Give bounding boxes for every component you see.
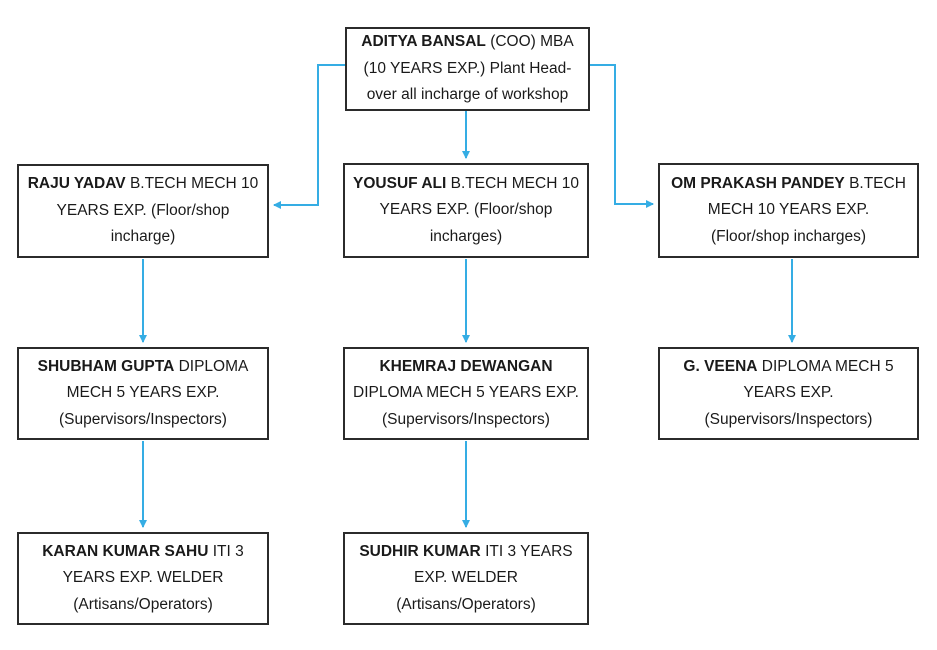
org-node-text: KARAN KUMAR SAHU ITI 3 YEARS EXP. WELDER… <box>27 539 259 618</box>
org-node-aditya-bansal: ADITYA BANSAL (COO) MBA (10 YEARS EXP.) … <box>345 27 590 111</box>
person-name: RAJU YADAV <box>27 175 126 193</box>
person-details: B.TECH MECH 10 YEARS EXP. (Floor/shop in… <box>707 174 906 245</box>
person-details: ITI 3 YEARS EXP. WELDER (Artisans/Operat… <box>396 542 573 613</box>
org-node-sudhir-kumar: SUDHIR KUMAR ITI 3 YEARS EXP. WELDER (Ar… <box>343 532 589 625</box>
person-details: DIPLOMA MECH 5 YEARS EXP. (Supervisors/I… <box>59 357 249 428</box>
org-node-text: OM PRAKASH PANDEY B.TECH MECH 10 YEARS E… <box>668 171 909 250</box>
org-node-karan-kumar-sahu: KARAN KUMAR SAHU ITI 3 YEARS EXP. WELDER… <box>17 532 269 625</box>
org-node-g-veena: G. VEENA DIPLOMA MECH 5 YEARS EXP. (Supe… <box>658 347 919 440</box>
person-details: DIPLOMA MECH 5 YEARS EXP. (Supervisors/I… <box>704 357 894 428</box>
org-node-shubham-gupta: SHUBHAM GUPTA DIPLOMA MECH 5 YEARS EXP. … <box>17 347 269 440</box>
org-node-text: ADITYA BANSAL (COO) MBA (10 YEARS EXP.) … <box>355 29 580 108</box>
org-node-khemraj-dewangan: KHEMRAJ DEWANGAN DIPLOMA MECH 5 YEARS EX… <box>343 347 589 440</box>
person-name: KARAN KUMAR SAHU <box>42 542 209 560</box>
person-details: B.TECH MECH 10 YEARS EXP. (Floor/shop in… <box>379 174 579 245</box>
org-node-yousuf-ali: YOUSUF ALI B.TECH MECH 10 YEARS EXP. (Fl… <box>343 163 589 258</box>
arrow-aditya-to-raju <box>273 64 345 209</box>
person-name: KHEMRAJ DEWANGAN <box>379 357 553 375</box>
person-name: SHUBHAM GUPTA <box>37 357 175 375</box>
org-node-text: SUDHIR KUMAR ITI 3 YEARS EXP. WELDER (Ar… <box>353 539 579 618</box>
person-name: YOUSUF ALI <box>353 174 447 192</box>
person-name: ADITYA BANSAL <box>361 33 486 51</box>
person-details: B.TECH MECH 10 YEARS EXP. (Floor/shop in… <box>56 175 259 246</box>
arrow-aditya-to-om <box>590 64 654 208</box>
org-node-text: G. VEENA DIPLOMA MECH 5 YEARS EXP. (Supe… <box>668 354 909 433</box>
org-node-text: SHUBHAM GUPTA DIPLOMA MECH 5 YEARS EXP. … <box>27 354 259 433</box>
org-node-text: YOUSUF ALI B.TECH MECH 10 YEARS EXP. (Fl… <box>353 171 579 250</box>
org-node-text: KHEMRAJ DEWANGAN DIPLOMA MECH 5 YEARS EX… <box>353 354 579 433</box>
person-name: OM PRAKASH PANDEY <box>671 174 845 192</box>
person-name: G. VEENA <box>683 357 758 375</box>
org-node-om-prakash-pandey: OM PRAKASH PANDEY B.TECH MECH 10 YEARS E… <box>658 163 919 258</box>
org-node-text: RAJU YADAV B.TECH MECH 10 YEARS EXP. (Fl… <box>27 171 259 250</box>
person-name: SUDHIR KUMAR <box>359 542 481 560</box>
person-details: ITI 3 YEARS EXP. WELDER (Artisans/Operat… <box>62 542 244 613</box>
org-node-raju-yadav: RAJU YADAV B.TECH MECH 10 YEARS EXP. (Fl… <box>17 164 269 258</box>
person-details: DIPLOMA MECH 5 YEARS EXP. (Supervisors/I… <box>353 384 579 428</box>
person-details: (COO) MBA (10 YEARS EXP.) Plant Head- ov… <box>363 33 574 104</box>
